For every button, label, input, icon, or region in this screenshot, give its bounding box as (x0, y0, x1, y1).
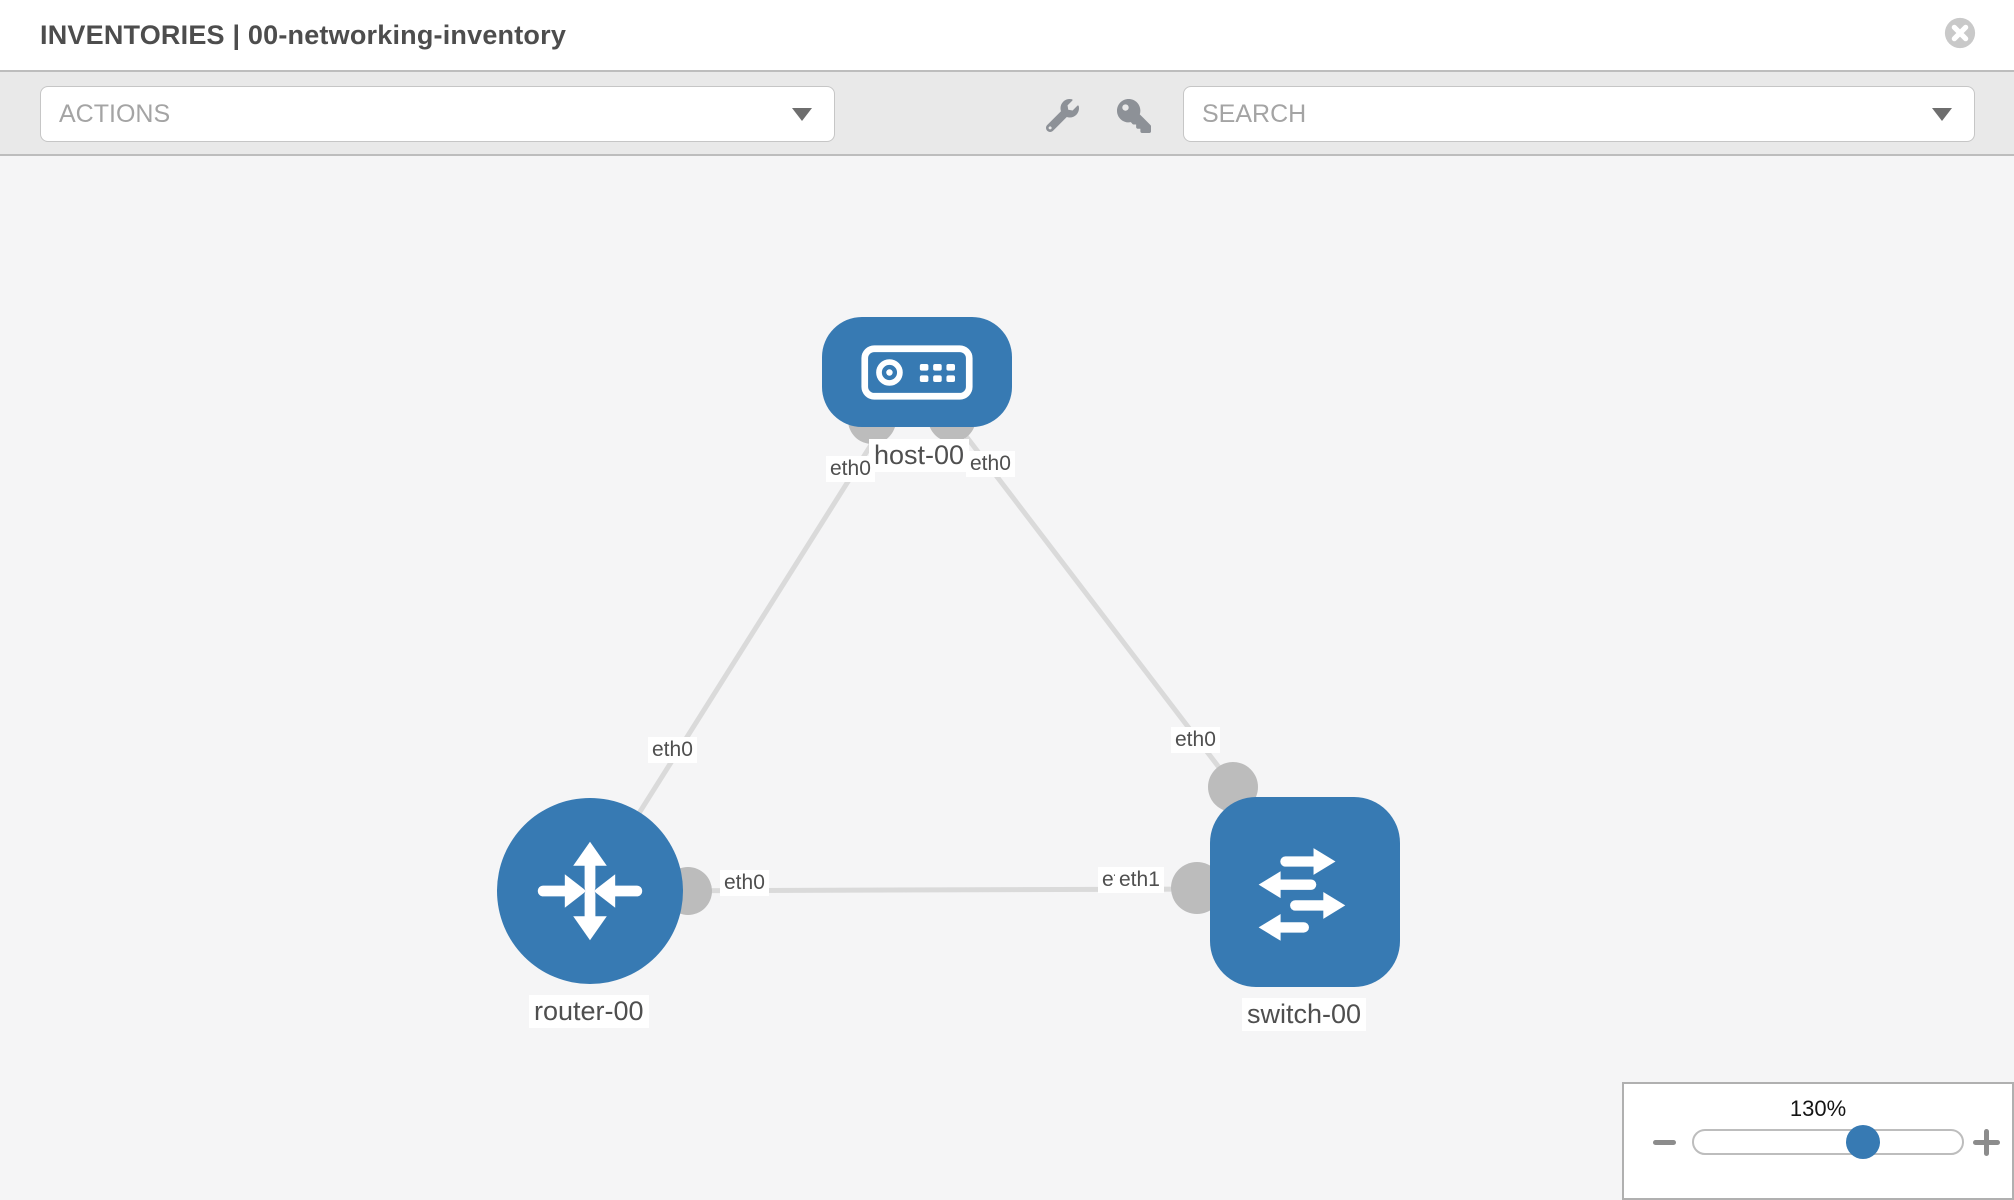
iface-label: eth0 (1171, 727, 1220, 753)
node-label-router: router-00 (529, 995, 649, 1028)
iface-label: eth0 (720, 870, 769, 896)
iface-label: eth1 (1115, 867, 1164, 893)
close-icon (1944, 17, 1976, 49)
credentials-button[interactable] (1116, 99, 1152, 133)
wrench-icon (1045, 99, 1079, 133)
chevron-down-icon (1932, 107, 1952, 121)
node-switch-00[interactable] (1210, 797, 1400, 987)
tools-button[interactable] (1045, 99, 1082, 133)
zoom-slider-thumb[interactable] (1846, 1125, 1880, 1159)
switch-icon (1258, 848, 1346, 941)
zoom-slider[interactable] (1692, 1125, 1964, 1159)
node-label-host: host-00 (869, 439, 970, 472)
search-dropdown[interactable]: SEARCH (1183, 86, 1975, 142)
close-button[interactable] (1943, 16, 1977, 50)
key-icon (1117, 99, 1151, 133)
page-title: INVENTORIES | 00-networking-inventory (40, 20, 567, 50)
iface-label: eth0 (648, 737, 697, 763)
node-router-00[interactable] (497, 798, 683, 984)
zoom-level: 130% (1789, 1096, 1847, 1121)
node-label-switch: switch-00 (1242, 998, 1367, 1031)
search-dropdown-label: SEARCH (1202, 99, 1307, 128)
zoom-in-button[interactable] (1973, 1129, 2000, 1156)
host-icon (861, 344, 973, 400)
iface-label: eth0 (966, 451, 1015, 477)
iface-label-overlap-group: eth0 eth1 (1098, 867, 1178, 897)
zoom-out-button[interactable] (1653, 1140, 1676, 1145)
plus-icon (1984, 1129, 1989, 1156)
chevron-down-icon (792, 107, 812, 121)
toolbar: ACTIONS SEARCH (0, 70, 2014, 156)
node-host-00[interactable] (822, 317, 1012, 427)
router-icon (537, 841, 643, 941)
actions-dropdown[interactable]: ACTIONS (40, 86, 835, 142)
actions-dropdown-label: ACTIONS (59, 99, 171, 128)
zoom-panel: 130% (1622, 1082, 2014, 1200)
header: INVENTORIES | 00-networking-inventory (0, 0, 2014, 70)
topology-canvas[interactable]: host-00 router-00 switch-00 eth0 eth0 et… (0, 156, 2014, 1200)
iface-label: eth0 (826, 456, 875, 482)
links-layer (587, 370, 1258, 915)
